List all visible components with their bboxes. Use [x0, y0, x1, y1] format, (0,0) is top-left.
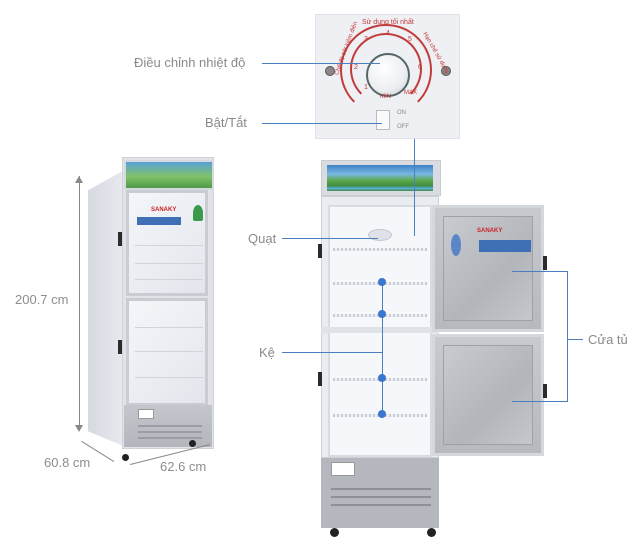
callout-line — [567, 339, 583, 340]
left-fridge-lower-glass-door — [126, 298, 208, 406]
dial-label-top: Sử dụng tối nhất — [362, 19, 414, 26]
callout-doors: Cửa tủ — [588, 332, 628, 347]
brand-logo: SANAKY — [151, 207, 177, 213]
callout-line — [512, 271, 568, 272]
shelf-marker-dot — [378, 278, 386, 286]
left-fridge-wheel — [122, 454, 129, 461]
promo-sticker — [137, 217, 181, 225]
shelf-marker-dot — [378, 310, 386, 318]
right-fridge-hinge — [318, 372, 322, 386]
callout-line — [262, 63, 380, 64]
left-fridge-side-panel — [88, 168, 128, 448]
switch-off-label: OFF — [397, 124, 409, 130]
shelf-marker-dot — [378, 410, 386, 418]
right-fridge-base — [321, 458, 439, 528]
dial-inner-arc — [350, 33, 422, 105]
dial-outer-arc — [340, 24, 432, 116]
left-fridge-base — [124, 405, 212, 447]
width-dimension-label: 62.6 cm — [160, 459, 207, 474]
right-fridge-hinge — [318, 244, 322, 258]
mascot-sticker — [451, 234, 461, 256]
energy-badge — [193, 205, 203, 221]
left-fridge-wheel — [189, 440, 196, 447]
callout-line-switch-location — [414, 139, 415, 236]
right-door-handle — [543, 384, 547, 398]
switch-on-label: ON — [397, 110, 406, 116]
callout-shelves: Kệ — [259, 345, 275, 360]
fan-unit — [368, 229, 392, 241]
callout-power-switch: Bật/Tắt — [205, 115, 247, 130]
callout-fan: Quạt — [248, 231, 277, 246]
depth-dimension-label: 60.8 cm — [44, 455, 91, 470]
callout-line — [282, 352, 382, 353]
shelf — [333, 248, 427, 251]
callout-bracket — [567, 271, 568, 402]
brand-logo: SANAKY — [477, 228, 503, 234]
arrow-head-icon — [75, 176, 83, 183]
dial-mark: 2 — [354, 64, 358, 71]
right-fridge-upper-door[interactable]: SANAKY — [432, 205, 544, 332]
dial-mark: 4 — [386, 30, 390, 37]
callout-temperature-control: Điều chỉnh nhiệt độ — [134, 55, 246, 70]
callout-line-shelves-vertical — [382, 282, 383, 414]
callout-line — [282, 238, 378, 239]
right-fridge-wheel — [427, 528, 436, 537]
temperature-knob[interactable] — [366, 53, 410, 97]
screw-icon — [441, 66, 451, 76]
callout-line — [512, 401, 568, 402]
height-dimension-arrow — [79, 176, 80, 430]
dial-mark: 5 — [408, 36, 412, 43]
right-fridge-wheel — [330, 528, 339, 537]
screw-icon — [325, 66, 335, 76]
shelf-marker-dot — [378, 374, 386, 382]
landscape-banner-image — [327, 165, 433, 191]
dial-min-label: MIN — [380, 94, 391, 100]
arrow-head-icon — [75, 425, 83, 432]
left-fridge-upper-handle — [118, 232, 122, 246]
promo-sticker — [479, 240, 531, 252]
left-fridge-lower-handle — [118, 340, 122, 354]
right-door-handle — [543, 256, 547, 270]
left-fridge-upper-glass-door: SANAKY — [126, 190, 208, 296]
dial-mark: 3 — [364, 36, 368, 43]
callout-line — [262, 123, 382, 124]
left-fridge-top-banner — [124, 160, 214, 190]
right-fridge-lower-door[interactable] — [432, 334, 544, 456]
dial-mark: 1 — [364, 84, 368, 91]
height-dimension-label: 200.7 cm — [15, 292, 69, 307]
dial-mark: 6 — [418, 64, 422, 71]
power-switch[interactable] — [376, 110, 390, 130]
right-fridge-divider — [321, 327, 439, 333]
dial-max-label: MAX — [404, 90, 418, 96]
